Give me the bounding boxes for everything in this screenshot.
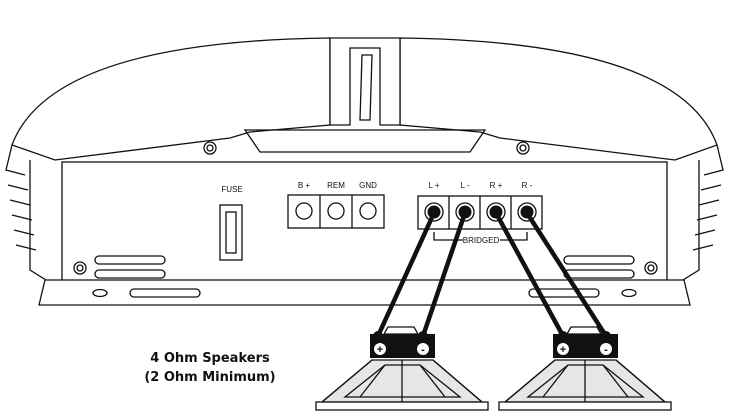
fuse-icon xyxy=(225,211,237,254)
terminal-r-plus-label: R + xyxy=(490,181,503,190)
terminal-rem-label: REM xyxy=(327,181,345,190)
speaker-left-plus-terminal[interactable] xyxy=(373,342,387,356)
terminal-gnd-label: GND xyxy=(359,181,377,190)
speaker-left-plus-icon: + xyxy=(377,344,383,356)
speaker-left-minus-terminal[interactable] xyxy=(416,342,430,356)
speaker-right-minus-terminal[interactable] xyxy=(599,342,613,356)
speaker-right-plus-terminal[interactable] xyxy=(556,342,570,356)
terminal-r-minus-label: R - xyxy=(522,181,533,190)
terminal-b-plus[interactable] xyxy=(295,202,313,220)
terminal-gnd[interactable] xyxy=(359,202,377,220)
speaker-note-line1: 4 Ohm Speakers xyxy=(150,351,270,366)
speaker-note-line2: (2 Ohm Minimum) xyxy=(144,370,275,385)
speaker-left: + - xyxy=(315,326,489,411)
fuse-label: FUSE xyxy=(221,185,242,194)
terminal-l-plus-label: L + xyxy=(428,181,439,190)
terminal-rem[interactable] xyxy=(327,202,345,220)
terminal-l-minus-label: L - xyxy=(460,181,469,190)
fuse-holder xyxy=(219,204,243,261)
speaker-wires xyxy=(375,210,609,339)
speaker-left-minus-icon: - xyxy=(421,344,425,356)
bridged-label: BRIDGED xyxy=(463,236,500,245)
speaker-right-minus-icon: - xyxy=(604,344,608,356)
power-terminal-block: B + REM GND xyxy=(287,181,385,229)
speaker-right-plus-icon: + xyxy=(560,344,566,356)
terminal-b-plus-label: B + xyxy=(298,181,311,190)
speaker-right: + - xyxy=(498,326,672,411)
